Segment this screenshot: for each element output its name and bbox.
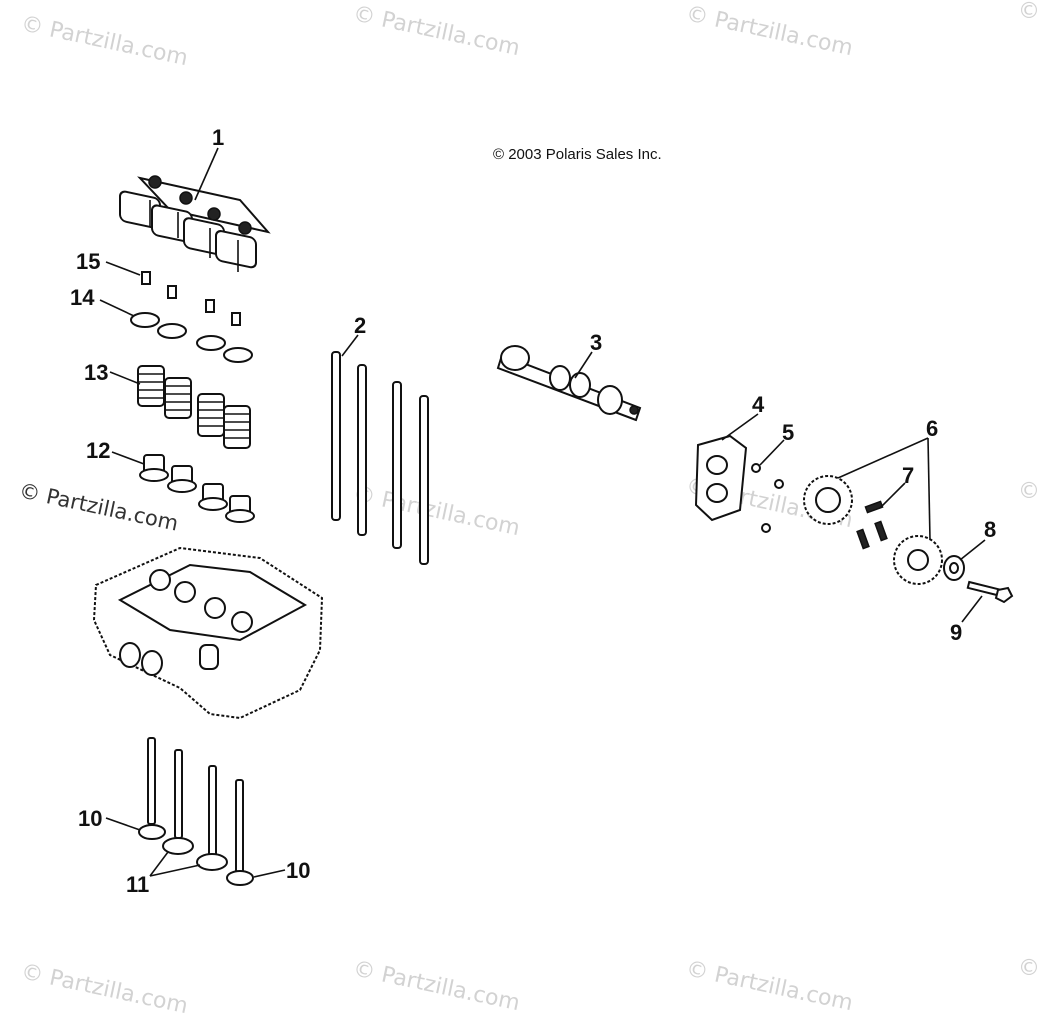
callout-13: 13	[84, 360, 108, 385]
woodruff-keys[interactable]	[856, 500, 888, 550]
callout-3: 3	[590, 330, 602, 355]
watermark-mid-center: © Partzilla.com	[351, 481, 522, 541]
camshaft[interactable]	[496, 345, 642, 422]
watermark-left-dark: © Partzilla.com	[17, 478, 181, 535]
leader-6a	[837, 437, 929, 479]
push-rods[interactable]	[331, 351, 429, 565]
watermark-mid-edge: ©	[1018, 479, 1040, 504]
callout-8: 8	[984, 517, 996, 542]
callout-10a: 10	[78, 806, 102, 831]
leader-10b	[253, 869, 286, 878]
watermark-bottom-edge: ©	[1018, 956, 1040, 981]
watermark-bottom-left: © Partzilla.com	[19, 959, 190, 1019]
callout-4: 4	[752, 392, 765, 417]
leader-15	[105, 261, 141, 276]
leader-7	[879, 482, 906, 509]
callout-12: 12	[86, 438, 110, 463]
leader-2	[341, 334, 359, 357]
callout-1: 1	[212, 125, 224, 150]
callout-10b: 10	[286, 858, 310, 883]
leader-1	[194, 147, 219, 201]
rocker-arm-assembly[interactable]	[119, 175, 271, 272]
leader-8	[959, 539, 986, 561]
cylinder-head[interactable]	[92, 546, 324, 720]
leader-11a	[149, 851, 169, 877]
callout-7: 7	[902, 463, 914, 488]
leader-6b	[927, 437, 931, 541]
valves[interactable]	[138, 737, 254, 886]
leader-3	[574, 351, 593, 379]
watermark-top-left: © Partzilla.com	[19, 11, 190, 71]
callout-11: 11	[126, 872, 149, 897]
copyright-notice: © 2003 Polaris Sales Inc.	[493, 146, 662, 163]
callout-14: 14	[70, 285, 95, 310]
watermark-top-edge: ©	[1018, 0, 1040, 24]
callout-6: 6	[926, 416, 938, 441]
leader-14	[99, 299, 135, 317]
callout-5: 5	[782, 420, 794, 445]
leader-10a	[105, 817, 141, 831]
washer[interactable]	[943, 555, 965, 581]
cam-thrust-plate[interactable]	[694, 434, 748, 522]
leader-4	[721, 413, 759, 441]
valve-spring-retainers[interactable]	[130, 312, 253, 363]
leader-9	[961, 595, 983, 623]
watermark-top-center: © Partzilla.com	[351, 1, 522, 61]
valve-stem-seals[interactable]	[139, 454, 255, 523]
callout-15: 15	[76, 249, 100, 274]
gear-bolt[interactable]	[966, 580, 1014, 604]
plate-screws[interactable]	[751, 463, 784, 533]
leader-13	[109, 371, 141, 385]
callout-9: 9	[950, 620, 962, 645]
valve-springs[interactable]	[137, 365, 251, 449]
callout-2: 2	[354, 313, 366, 338]
watermark-bottom-right: © Partzilla.com	[684, 956, 855, 1016]
leader-12	[111, 451, 145, 465]
watermark-top-right: © Partzilla.com	[684, 1, 855, 61]
leader-11b	[149, 864, 201, 877]
watermark-bottom-center: © Partzilla.com	[351, 956, 522, 1016]
valve-adjusters[interactable]	[141, 271, 241, 326]
timing-gears[interactable]	[803, 475, 943, 585]
leader-5	[759, 439, 785, 466]
